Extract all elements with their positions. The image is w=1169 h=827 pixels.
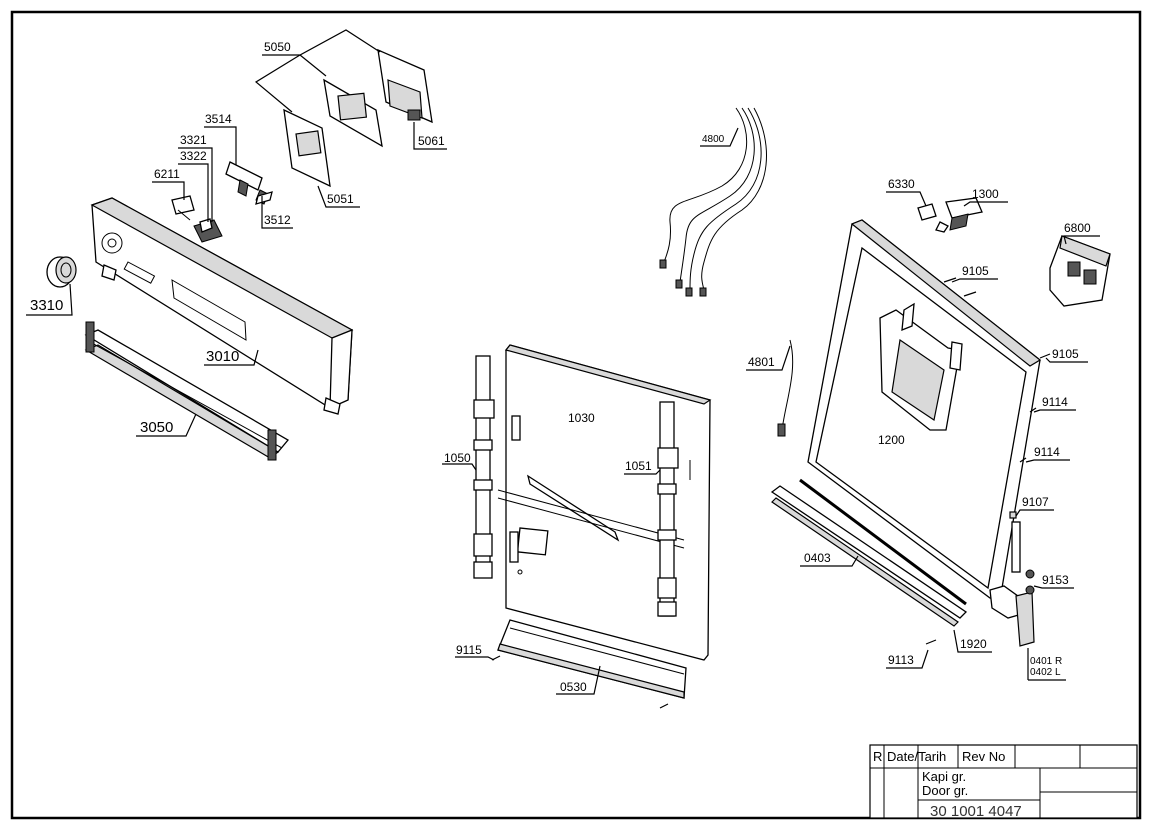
label-3321: 3321 [180,133,207,147]
label-1300: 1300 [972,187,999,201]
label-5061: 5061 [418,134,445,148]
label-4800: 4800 [702,134,725,145]
label-3514: 3514 [205,112,232,126]
label-9107: 9107 [1022,495,1049,509]
label-3010: 3010 [206,348,239,365]
label-6800: 6800 [1064,221,1091,235]
latch-parts [917,197,983,233]
drawing-number: 30 1001 4047 [930,803,1022,820]
label-9105-side: 9105 [1052,347,1079,361]
label-6330: 6330 [888,177,915,191]
strip-part [799,478,967,606]
hinge-part [989,511,1035,647]
handle-bar-part [84,321,289,461]
label-0401: 0401 R [1030,656,1062,667]
label-1051: 1051 [625,459,652,473]
control-panel-assembly: 5050 5061 3514 3321 3322 6211 3512 5051 … [26,29,447,461]
label-0403: 0403 [804,551,831,565]
label-1920: 1920 [960,637,987,651]
title-turkish: Kapi gr. [922,769,966,784]
cable-harness-part [659,107,767,297]
label-9115: 9115 [456,643,482,657]
switch-parts [171,161,273,243]
label-1200: 1200 [878,433,905,447]
label-9114-upper: 9114 [1042,395,1068,409]
rev-mark: R [873,749,882,764]
label-9113: 9113 [888,653,914,667]
label-0530: 0530 [560,680,587,694]
drawing-frame [10,10,1142,820]
bottom-plate-part [497,619,687,699]
cable-part [777,339,794,437]
label-1050: 1050 [444,451,471,465]
label-1030: 1030 [568,411,595,425]
label-9153: 9153 [1042,573,1069,587]
date-header: Date/Tarih [887,749,946,764]
label-6211: 6211 [154,167,180,181]
label-3322: 3322 [180,149,207,163]
bottom-rail-part [770,485,968,627]
inner-door-panel-part [497,344,712,661]
rev-no-header: Rev No [962,749,1005,764]
dispenser-part [1049,235,1111,307]
label-3050: 3050 [140,419,173,436]
label-3310: 3310 [30,297,63,314]
label-5051: 5051 [327,192,354,206]
label-0402: 0402 L [1030,667,1061,678]
knob-part [46,256,77,288]
title-english: Door gr. [922,783,968,798]
title-block: R Date/Tarih Rev No Kapi gr. Door gr. 30… [869,744,1138,820]
label-4801: 4801 [748,355,775,369]
left-rail-part [473,355,495,579]
fastener-parts [925,277,1051,645]
outer-door-assembly: 4800 4801 6330 1300 6800 9105 9105 1200 … [659,107,1111,681]
label-5050: 5050 [264,40,291,54]
right-rail-part [657,401,679,617]
label-9114-lower: 9114 [1034,445,1060,459]
control-panel-part [90,197,354,415]
electronic-board-parts [283,48,433,188]
label-3512: 3512 [264,213,291,227]
label-9105-top: 9105 [962,264,989,278]
inner-door-assembly: 1030 1050 1051 9115 0530 [442,344,712,709]
outer-door-panel-part [807,219,1042,601]
